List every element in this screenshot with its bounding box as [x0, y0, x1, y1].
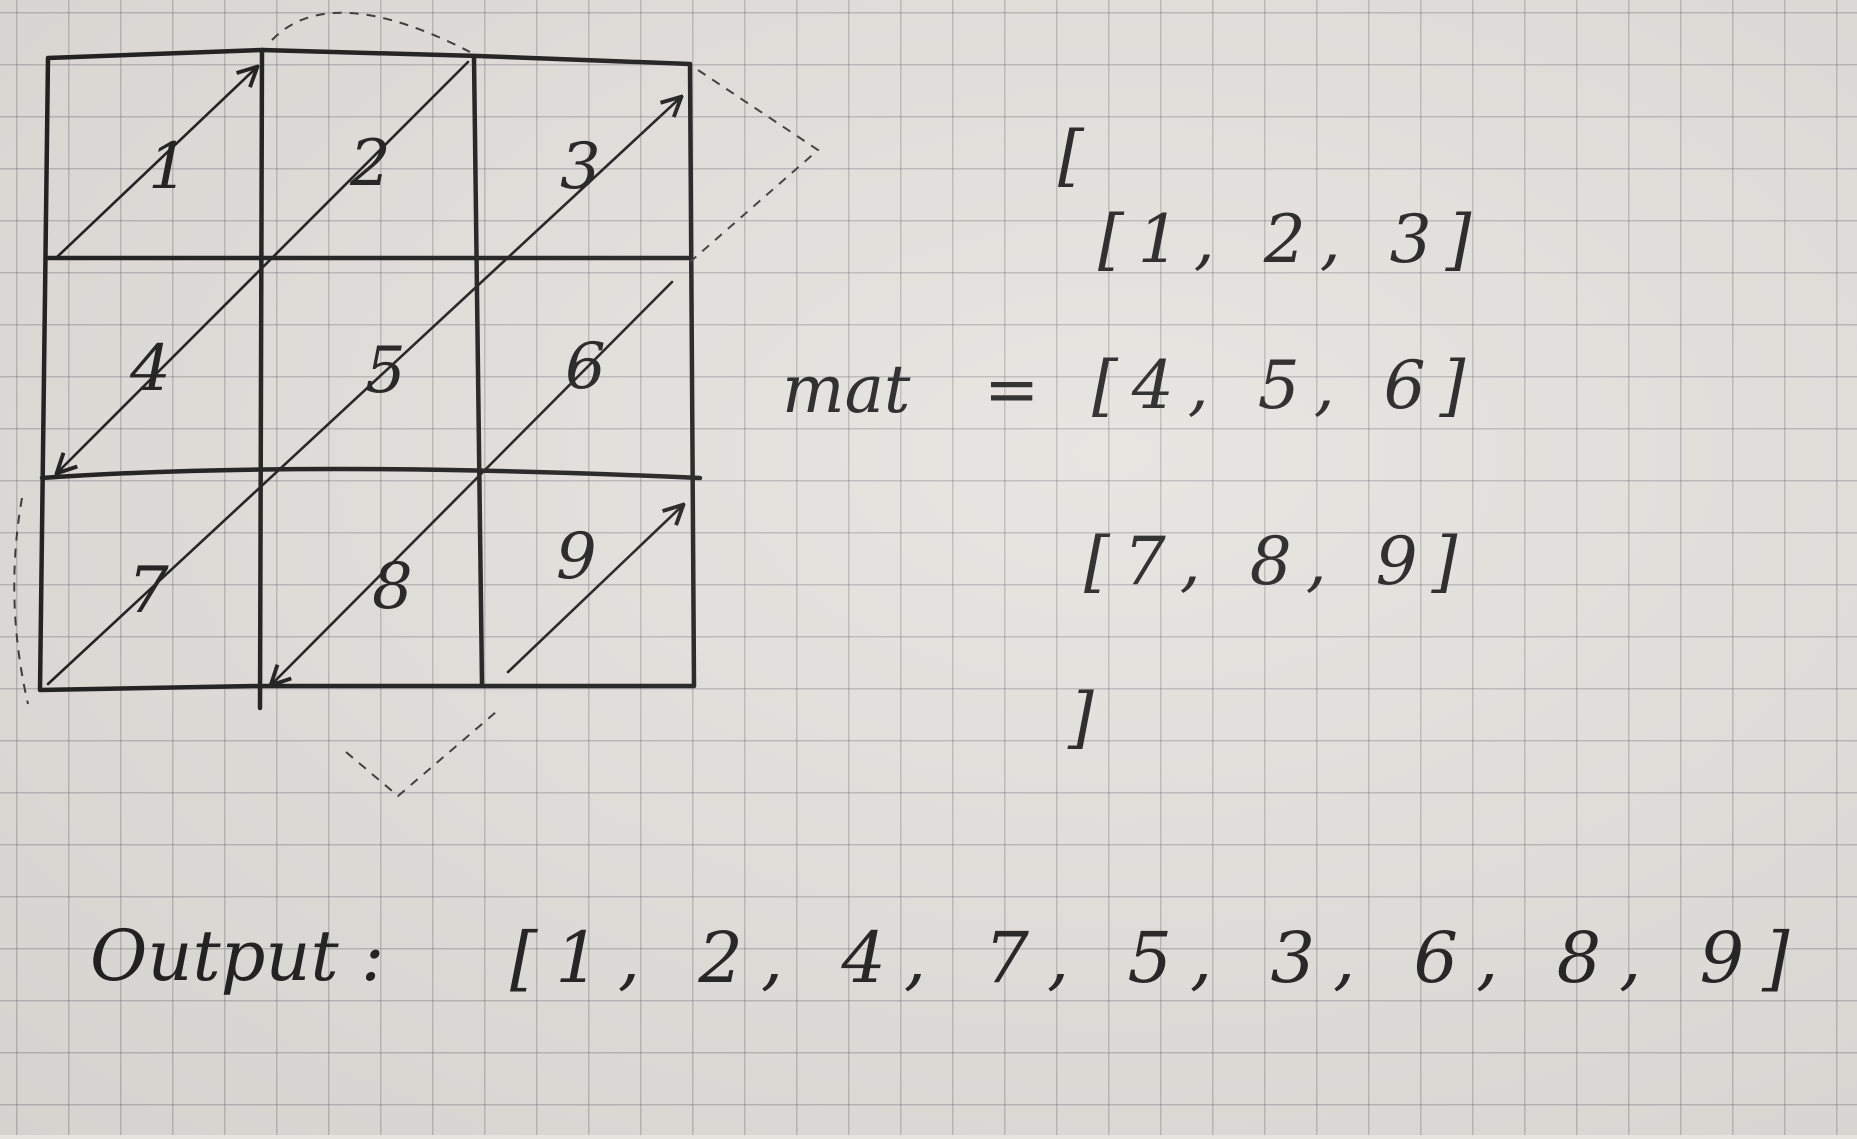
matrix-cell: 2	[349, 127, 391, 201]
matrix-row-2: [4, 5, 6]	[1092, 347, 1479, 424]
matrix-open-bracket: [	[1058, 117, 1085, 194]
output-line: Output : [1, 2, 4, 7, 5, 3, 6, 8, 9]	[90, 915, 1807, 999]
matrix-variable-name: mat	[782, 351, 911, 428]
matrix-cell: 8	[372, 550, 413, 624]
grid-vertical-line-2	[471, 55, 485, 687]
matrix-cell: 9	[556, 520, 597, 594]
diagonal-arrows	[46, 60, 682, 686]
turnaround-guide-top	[271, 11, 471, 53]
turnaround-guide-right	[689, 69, 820, 263]
grid-horizontal-line-2	[39, 466, 703, 481]
matrix-cell: 6	[565, 330, 606, 404]
matrix-definition: [ [1, 2, 3] mat = [4, 5, 6] [7, 8, 9] ]	[782, 117, 1485, 756]
matrix-equals: =	[984, 351, 1039, 428]
turnaround-guide-bottom	[345, 711, 497, 798]
turnaround-guides	[13, 11, 820, 798]
grid-vertical-line-1	[257, 47, 265, 711]
output-label: Output :	[90, 915, 384, 997]
matrix-cell: 1	[148, 130, 189, 204]
diagonal-arrow-down-2	[58, 60, 470, 472]
diagonal-arrow-down-4	[272, 280, 674, 684]
matrix-row-3: [7, 8, 9]	[1084, 523, 1471, 600]
turnaround-guide-left	[13, 497, 29, 705]
output-value: [1, 2, 4, 7, 5, 3, 6, 8, 9]	[510, 917, 1807, 999]
matrix-row-1: [1, 2, 3]	[1098, 201, 1485, 278]
diagonal-arrow-up-5	[506, 506, 682, 674]
matrix-grid	[37, 47, 703, 711]
diagonal-arrow-up-3	[46, 98, 680, 686]
diagonal-arrow-up-1	[54, 68, 256, 260]
matrix-cell: 3	[560, 130, 601, 204]
matrix-cells: 1 2 3 4 5 6 7 8 9	[128, 127, 606, 628]
grid-outer-border	[37, 47, 697, 693]
matrix-close-bracket: ]	[1067, 679, 1094, 756]
